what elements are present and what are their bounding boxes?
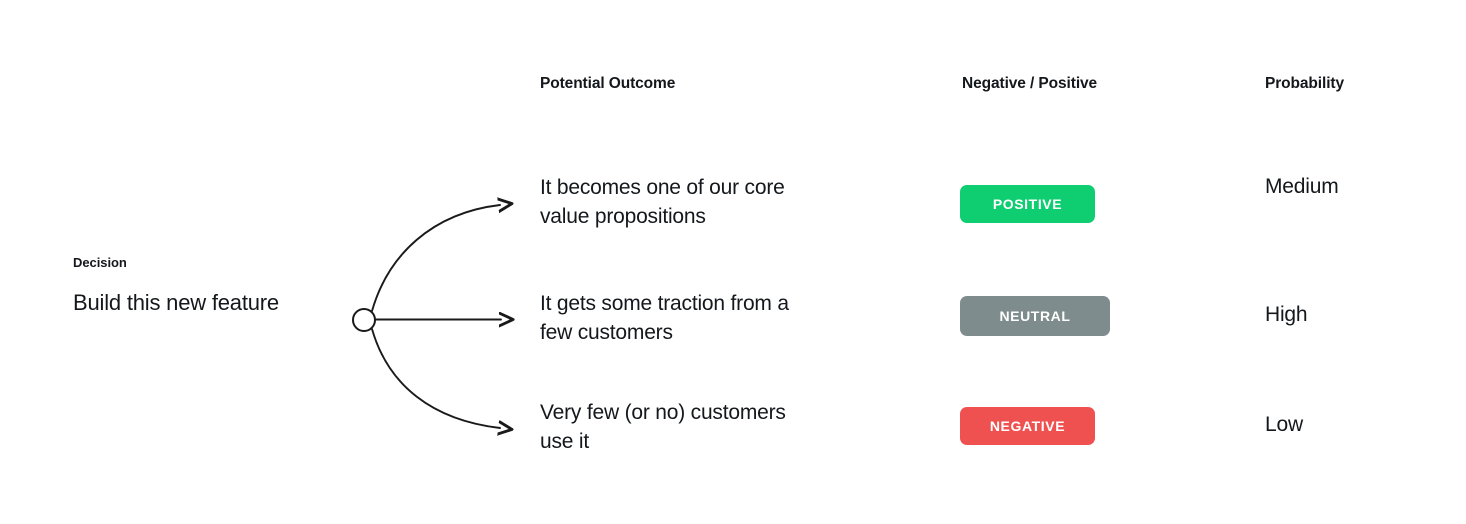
- status-badge: POSITIVE: [960, 185, 1095, 223]
- outcome-text-line: Very few (or no) customers: [540, 401, 786, 424]
- status-badge: NEGATIVE: [960, 407, 1095, 445]
- probability-value: Medium: [1265, 175, 1339, 198]
- status-badge-label: NEGATIVE: [989, 418, 1066, 434]
- status-badge: NEUTRAL: [960, 296, 1110, 336]
- outcome-text: It gets some traction from a few custome…: [540, 289, 920, 347]
- branch-line-lower: [371, 328, 500, 428]
- outcome-text-line: use it: [540, 430, 589, 453]
- decision-node-circle[interactable]: [352, 308, 376, 332]
- branch-line-upper: [371, 205, 500, 312]
- column-header-potential-outcome: Potential Outcome: [540, 75, 676, 92]
- column-header-probability: Probability: [1265, 75, 1344, 92]
- outcome-text-line: It gets some traction from a: [540, 292, 789, 315]
- outcome-text-line: It becomes one of our core: [540, 176, 785, 199]
- probability-value: High: [1265, 303, 1308, 326]
- probability-value: Low: [1265, 413, 1303, 436]
- status-badge-label: POSITIVE: [992, 196, 1063, 212]
- status-badge-label: NEUTRAL: [999, 308, 1071, 324]
- column-header-negative-positive: Negative / Positive: [962, 75, 1098, 92]
- outcome-text: Very few (or no) customers use it: [540, 398, 920, 456]
- decision-title: Build this new feature: [73, 290, 279, 315]
- decision-kicker-label: Decision: [73, 255, 127, 270]
- outcome-text: It becomes one of our core value proposi…: [540, 173, 920, 231]
- decision-root-block: Decision Build this new feature: [73, 255, 353, 317]
- outcome-text-line: few customers: [540, 321, 673, 344]
- outcome-text-line: value propositions: [540, 205, 706, 228]
